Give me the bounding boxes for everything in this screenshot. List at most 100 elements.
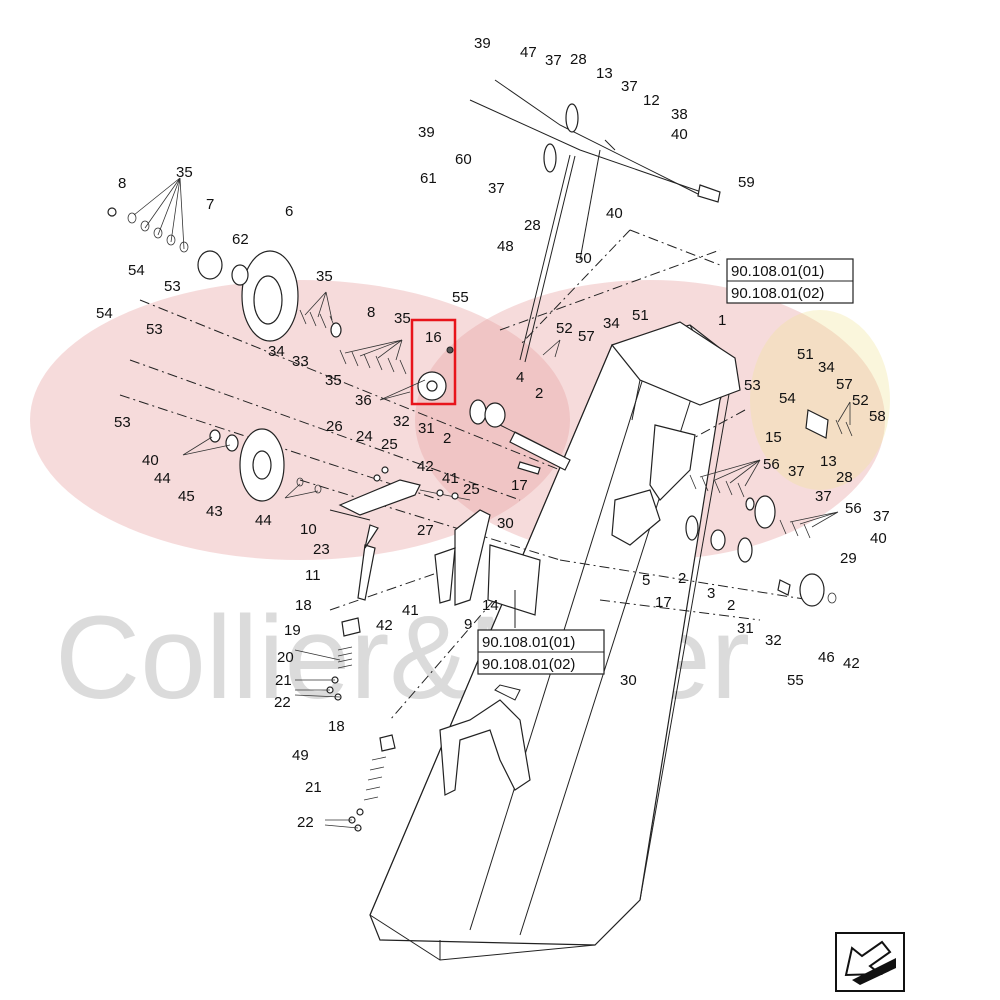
callout[interactable]: 38 [671, 106, 688, 123]
callout[interactable]: 42 [417, 458, 434, 475]
callout[interactable]: 25 [463, 481, 480, 498]
callout[interactable]: 21 [305, 779, 322, 796]
callout[interactable]: 17 [655, 594, 672, 611]
callout[interactable]: 26 [326, 418, 343, 435]
callout[interactable]: 22 [274, 694, 291, 711]
callout[interactable]: 14 [482, 597, 499, 614]
callout[interactable]: 49 [292, 747, 309, 764]
callout[interactable]: 29 [840, 550, 857, 567]
callout[interactable]: 13 [820, 453, 837, 470]
callout[interactable]: 56 [763, 456, 780, 473]
callout[interactable]: 34 [603, 315, 620, 332]
callout[interactable]: 35 [316, 268, 333, 285]
callout[interactable]: 48 [497, 238, 514, 255]
callout[interactable]: 41 [442, 470, 459, 487]
callout[interactable]: 21 [275, 672, 292, 689]
callout[interactable]: 7 [206, 196, 214, 213]
callout[interactable]: 52 [556, 320, 573, 337]
callout[interactable]: 28 [570, 51, 587, 68]
callout[interactable]: 5 [642, 572, 650, 589]
callout[interactable]: 37 [545, 52, 562, 69]
callout[interactable]: 37 [815, 488, 832, 505]
callout[interactable]: 25 [381, 436, 398, 453]
callout[interactable]: 54 [128, 262, 145, 279]
callout[interactable]: 9 [464, 616, 472, 633]
callout[interactable]: 6 [285, 203, 293, 220]
callout[interactable]: 43 [206, 503, 223, 520]
callout[interactable]: 37 [788, 463, 805, 480]
callout[interactable]: 54 [779, 390, 796, 407]
reference-code[interactable]: 90.108.01(02) [482, 656, 575, 673]
callout[interactable]: 35 [394, 310, 411, 327]
callout[interactable]: 55 [452, 289, 469, 306]
callout[interactable]: 59 [738, 174, 755, 191]
callout[interactable]: 39 [474, 35, 491, 52]
callout[interactable]: 2 [727, 597, 735, 614]
callout[interactable]: 60 [455, 151, 472, 168]
callout[interactable]: 1 [718, 312, 726, 329]
callout[interactable]: 28 [524, 217, 541, 234]
callout[interactable]: 56 [845, 500, 862, 517]
callout[interactable]: 33 [292, 353, 309, 370]
callout[interactable]: 31 [737, 620, 754, 637]
callout[interactable]: 8 [118, 175, 126, 192]
callout[interactable]: 34 [268, 343, 285, 360]
callout[interactable]: 17 [511, 477, 528, 494]
callout[interactable]: 53 [146, 321, 163, 338]
callout[interactable]: 44 [255, 512, 272, 529]
callout[interactable]: 51 [797, 346, 814, 363]
callout-highlighted[interactable]: 16 [425, 329, 442, 346]
callout[interactable]: 11 [305, 567, 321, 584]
callout[interactable]: 39 [418, 124, 435, 141]
reference-code[interactable]: 90.108.01(01) [482, 634, 575, 651]
callout[interactable]: 36 [355, 392, 372, 409]
callout[interactable]: 40 [142, 452, 159, 469]
callout[interactable]: 30 [620, 672, 637, 689]
reference-code[interactable]: 90.108.01(02) [731, 285, 824, 302]
callout[interactable]: 2 [678, 570, 686, 587]
callout[interactable]: 18 [295, 597, 312, 614]
callout[interactable]: 57 [836, 376, 853, 393]
callout[interactable]: 31 [418, 420, 435, 437]
callout[interactable]: 18 [328, 718, 345, 735]
callout[interactable]: 42 [376, 617, 393, 634]
callout[interactable]: 2 [535, 385, 543, 402]
callout[interactable]: 3 [707, 585, 715, 602]
callout[interactable]: 19 [284, 622, 301, 639]
callout[interactable]: 40 [870, 530, 887, 547]
callout[interactable]: 22 [297, 814, 314, 831]
callout[interactable]: 24 [356, 428, 373, 445]
callout[interactable]: 12 [643, 92, 660, 109]
callout[interactable]: 28 [836, 469, 853, 486]
callout[interactable]: 53 [164, 278, 181, 295]
callout[interactable]: 4 [516, 369, 524, 386]
callout[interactable]: 44 [154, 470, 171, 487]
reference-code[interactable]: 90.108.01(01) [731, 263, 824, 280]
arrow-icon[interactable] [835, 932, 905, 992]
callout[interactable]: 40 [606, 205, 623, 222]
callout[interactable]: 20 [277, 649, 294, 666]
reference-box-bottom[interactable]: 90.108.01(01) 90.108.01(02) [477, 629, 605, 675]
callout[interactable]: 35 [325, 372, 342, 389]
callout[interactable]: 61 [420, 170, 437, 187]
callout[interactable]: 34 [818, 359, 835, 376]
callout[interactable]: 40 [671, 126, 688, 143]
callout[interactable]: 57 [578, 328, 595, 345]
callout[interactable]: 53 [114, 414, 131, 431]
callout[interactable]: 42 [843, 655, 860, 672]
callout[interactable]: 37 [621, 78, 638, 95]
callout[interactable]: 10 [300, 521, 317, 538]
callout[interactable]: 53 [744, 377, 761, 394]
callout[interactable]: 47 [520, 44, 537, 61]
callout[interactable]: 37 [488, 180, 505, 197]
callout[interactable]: 23 [313, 541, 330, 558]
callout[interactable]: 2 [443, 430, 451, 447]
callout[interactable]: 30 [497, 515, 514, 532]
callout[interactable]: 32 [765, 632, 782, 649]
callout[interactable]: 37 [873, 508, 890, 525]
callout[interactable]: 55 [787, 672, 804, 689]
reference-box-top[interactable]: 90.108.01(01) 90.108.01(02) [726, 258, 854, 304]
callout[interactable]: 62 [232, 231, 249, 248]
callout[interactable]: 54 [96, 305, 113, 322]
callout[interactable]: 50 [575, 250, 592, 267]
